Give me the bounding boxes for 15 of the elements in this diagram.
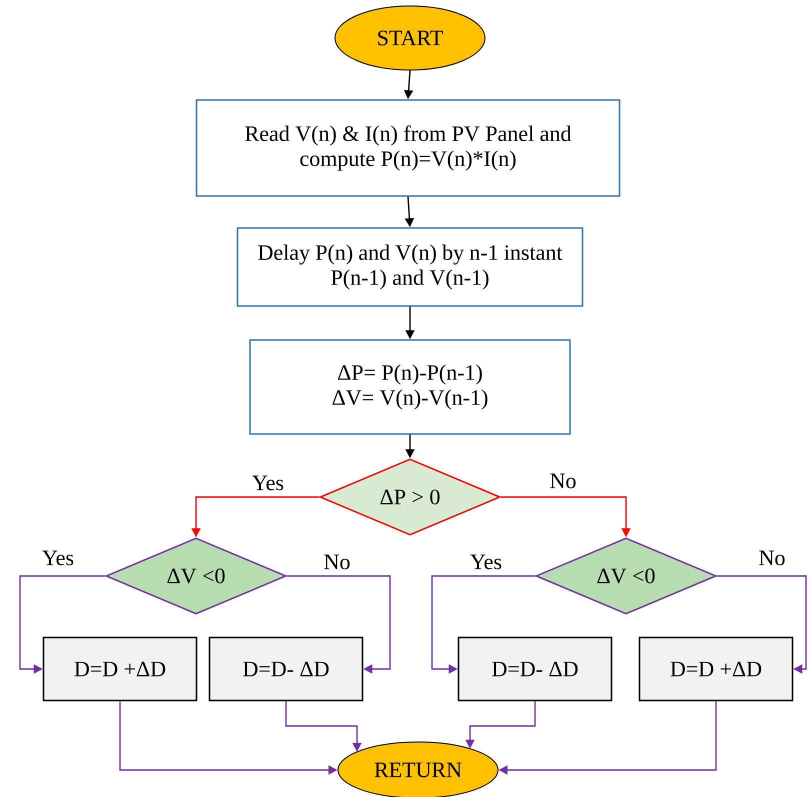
process-box: D=D- ΔD xyxy=(208,636,364,702)
process-box: D=D- ΔD xyxy=(458,636,612,702)
edge-label: No xyxy=(548,472,578,490)
edge-label: Yes xyxy=(469,554,503,570)
arrow xyxy=(716,575,807,674)
process-box: Delay P(n) and V(n) by n-1 instant P(n-1) and V(n-1) xyxy=(236,227,584,307)
arrow xyxy=(286,575,391,674)
process-box: D=D +ΔD xyxy=(638,636,794,702)
edge-label: No xyxy=(758,550,786,566)
process-box: ΔP= P(n)-P(n-1) ΔV= V(n)-V(n-1) xyxy=(249,339,571,435)
edge-label: Yes xyxy=(41,550,75,566)
edge-label: No xyxy=(322,554,352,570)
edge-label: Yes xyxy=(251,474,285,492)
process-box: Read V(n) & I(n) from PV Panel and compute P(n)=V(n)*I(n) xyxy=(196,99,620,197)
process-box: D=D +ΔD xyxy=(42,636,198,702)
